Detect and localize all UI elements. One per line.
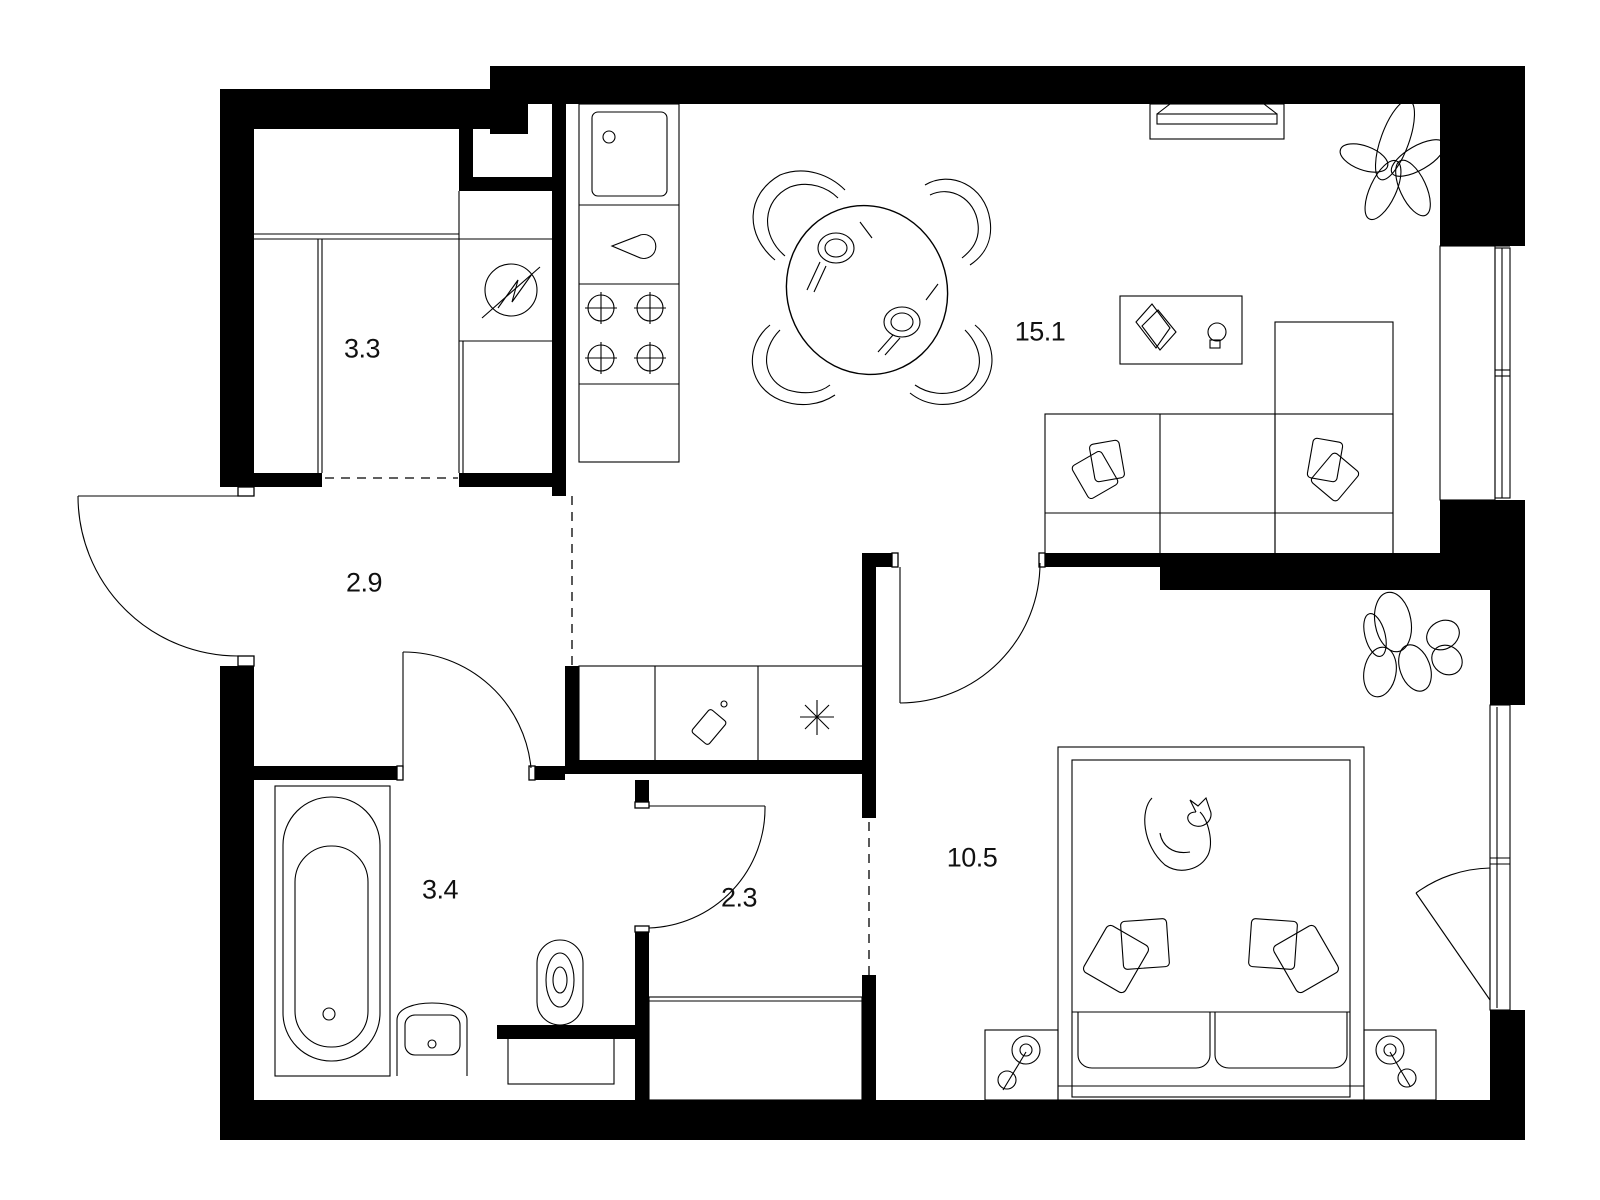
room-area-corridor: 2.3 <box>720 882 758 913</box>
storage-furniture <box>254 191 552 473</box>
cutting-board-icon <box>691 700 728 745</box>
sink-icon <box>591 111 668 197</box>
freezer-icon <box>800 700 834 735</box>
pillow-icon <box>1248 918 1340 994</box>
bathroom-door-icon[interactable] <box>396 651 536 781</box>
dining-table-icon <box>751 170 993 406</box>
double-bed-icon <box>1057 746 1365 1101</box>
bathroom-fixtures <box>274 785 615 1085</box>
pillow-icon <box>1082 918 1170 994</box>
doors <box>77 486 1491 1001</box>
nightstand-icon <box>984 1029 1059 1101</box>
plant-icon <box>1363 591 1463 698</box>
cat-icon <box>1144 796 1212 871</box>
window-icon <box>1489 704 1511 1011</box>
dishwasher-icon <box>610 233 657 260</box>
cushion-icon <box>1306 437 1360 502</box>
toilet-icon <box>536 939 584 1026</box>
corridor-door-icon[interactable] <box>634 801 766 933</box>
room-area-storage: 3.3 <box>343 333 381 364</box>
openings <box>325 477 870 975</box>
sofa-icon <box>1044 321 1394 555</box>
window-icon <box>1439 245 1511 501</box>
bedroom-furniture <box>984 591 1463 1101</box>
room-area-bedroom: 10.5 <box>946 842 998 873</box>
entrance-door-icon[interactable] <box>77 486 255 667</box>
windows <box>1439 245 1511 1011</box>
boiler-icon <box>481 263 541 319</box>
walls <box>220 66 1525 1140</box>
balcony-door-icon[interactable] <box>1415 867 1491 1001</box>
plant-icon <box>1339 99 1446 221</box>
hall-cabinets <box>578 665 866 767</box>
cushion-icon <box>1071 439 1125 500</box>
room-area-hall: 2.9 <box>345 567 383 598</box>
hob-icon <box>585 292 666 374</box>
bedroom-door-icon[interactable] <box>891 552 1046 704</box>
tv-icon <box>1149 103 1285 140</box>
washbasin-icon <box>396 1002 468 1076</box>
kitchen-counter <box>578 103 680 463</box>
room-area-bathroom: 3.4 <box>421 874 459 905</box>
nightstand-icon <box>1363 1029 1437 1101</box>
corridor-wardrobe <box>648 996 863 1101</box>
bathtub-icon <box>282 796 381 1062</box>
coffee-table-icon <box>1119 295 1243 365</box>
room-area-kitchen-living: 15.1 <box>1014 316 1066 347</box>
